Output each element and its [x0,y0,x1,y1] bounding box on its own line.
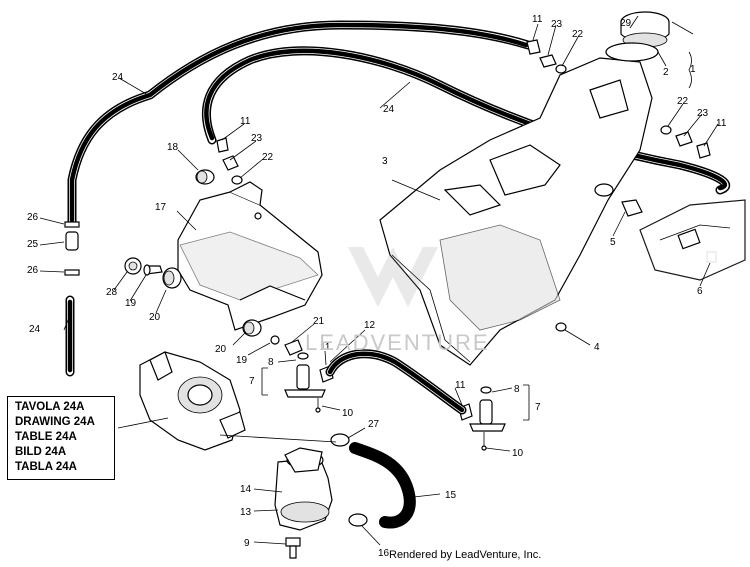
fuel-pump [274,447,333,531]
bushing-28 [124,257,142,275]
callout-29: 29 [620,18,632,29]
carburetor [139,351,246,451]
callout-19b: 19 [236,355,248,366]
callout-17: 17 [155,202,167,213]
leadventure-watermark-logo [348,247,438,307]
callout-8b: 8 [514,384,520,395]
callout-2: 2 [663,67,669,78]
callout-23a: 23 [551,19,563,30]
callout-24c: 24 [29,324,41,335]
callout-22b: 22 [262,152,274,163]
fitting-23c [675,131,693,147]
reference-line: TABLE 24A [15,431,77,443]
callout-7a: 7 [249,376,255,387]
fitting-21 [284,339,303,356]
clamp-26a [64,221,80,228]
callout-11e: 11 [455,380,466,391]
callout-11b: 11 [240,116,251,127]
callout-16: 16 [378,548,390,559]
reference-line: DRAWING 24A [15,416,95,428]
fitting-23b [539,54,557,68]
callout-5: 5 [610,237,616,248]
callout-3: 3 [382,156,388,167]
callout-12: 12 [364,320,376,331]
shutoff-valve-left [284,352,326,413]
callout-22c: 22 [677,96,689,107]
callout-11c: 11 [716,118,727,129]
washer-22a [231,175,243,185]
spacer-19a [143,264,163,276]
frame-bracket [639,199,746,281]
callout-9: 9 [244,538,250,549]
callout-26a: 26 [27,212,39,223]
callout-20b: 20 [215,344,227,355]
callout-24a: 24 [112,72,124,83]
bolt-4 [555,322,567,332]
callout-labels: 1 2 29 11 23 22 24 24 24 11 23 22 18 17 … [27,14,727,559]
grommet-5 [621,199,643,217]
callout-1: 1 [690,64,696,75]
clamp-26b [64,269,80,276]
callout-23c: 23 [697,108,709,119]
leader-lines [39,15,719,546]
callout-10a: 10 [342,408,354,419]
render-credit: Rendered by LeadVenture, Inc. [389,549,542,561]
hose-24-long [65,20,533,377]
callout-8a: 8 [268,357,274,368]
callout-15: 15 [445,490,457,501]
reference-drawing-box: TAVOLA 24A DRAWING 24A TABLE 24A BILD 24… [7,396,115,480]
fitting-23a [222,155,239,171]
reference-line: TAVOLA 24A [15,401,85,413]
callout-13: 13 [240,507,252,518]
callout-26b: 26 [27,265,39,276]
clamp-16 [348,513,368,527]
callout-25: 25 [27,239,39,250]
clamp-11a [526,39,541,55]
callout-18: 18 [167,142,179,153]
reference-line: BILD 24A [15,446,67,458]
callout-14: 14 [240,484,252,495]
spacer-19b [270,335,280,345]
callout-24b: 24 [383,104,395,115]
vapor-canister [177,181,323,331]
clamp-27 [330,433,350,447]
grommet-20a [162,267,182,289]
fuel-cap [605,11,670,62]
watermark-text: LEADVENTURE [305,330,490,355]
grommet-18 [195,169,215,185]
callout-23b: 23 [251,133,263,144]
callout-11a: 11 [532,14,543,25]
clamp-11c [696,142,711,159]
callout-19a: 19 [125,298,137,309]
fuel-tank [379,57,653,366]
callout-11d: 11 [320,342,331,353]
callout-27: 27 [368,419,380,430]
grommet-20b [242,319,262,337]
hose-15 [349,442,416,529]
inline-filter-25 [65,231,79,251]
shutoff-valve-right [469,386,506,451]
callout-7b: 7 [535,402,541,413]
hose-12 [325,349,467,415]
callout-6: 6 [697,286,703,297]
callout-21: 21 [313,316,325,327]
callout-4: 4 [594,342,600,353]
screw-9 [285,537,301,559]
callout-10b: 10 [512,448,524,459]
washer-22c [660,125,672,135]
callout-20a: 20 [149,312,161,323]
reference-line: TABLA 24A [15,461,77,473]
callout-28: 28 [106,287,118,298]
washer-22b [555,64,567,74]
callout-22a: 22 [572,29,584,40]
hose-24-upper-loop [201,46,731,195]
